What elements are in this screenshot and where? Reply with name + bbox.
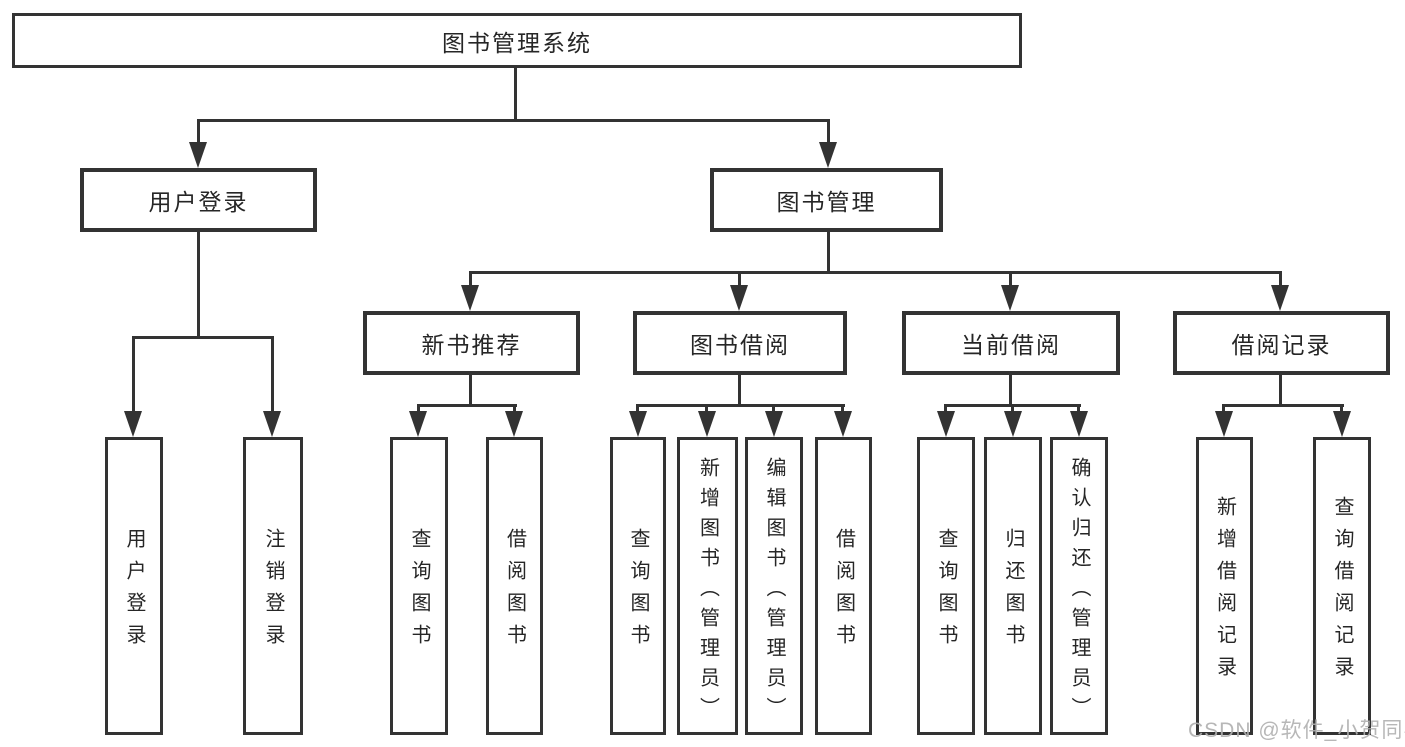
connector-leaf-stem	[705, 404, 708, 414]
leaf-return-books-label: 归还图书	[1002, 528, 1024, 656]
leaf-edit-books-admin-label: 编辑图书（管理员）	[763, 457, 785, 727]
leaf-query-borrow-record: 查询借阅记录	[1313, 437, 1371, 735]
connector-user-login-span	[132, 336, 274, 339]
arrow-down-icon	[834, 411, 852, 437]
connector-leaf-stem	[417, 404, 420, 414]
node-new-book-recommend-label: 新书推荐	[421, 332, 522, 358]
connector-leaf-stem	[636, 404, 639, 414]
leaf-query-books-2-label: 查询图书	[627, 528, 649, 656]
leaf-confirm-return-admin: 确认归还（管理员）	[1050, 437, 1108, 735]
connector-book-mgmt-drop	[827, 230, 830, 273]
arrow-down-icon	[1004, 411, 1022, 437]
arrow-down-icon	[505, 411, 523, 437]
leaf-query-borrow-record-label: 查询借阅记录	[1331, 496, 1353, 688]
arrow-down-icon	[629, 411, 647, 437]
arrow-down-icon	[1215, 411, 1233, 437]
node-borrow-records-label: 借阅记录	[1231, 332, 1332, 358]
leaf-query-books-3-label: 查询图书	[935, 528, 957, 656]
arrow-down-icon	[124, 411, 142, 437]
connector-borrow-records-drop	[1279, 375, 1282, 407]
connector-root-span	[197, 119, 830, 122]
connector-new-book-drop	[469, 375, 472, 407]
leaf-user-login-label: 用户登录	[123, 528, 145, 656]
watermark: CSDN @软件_小贺同学	[1188, 719, 1405, 742]
connector-book-borrow-drop	[738, 375, 741, 407]
connector-l3-stem	[738, 271, 741, 287]
leaf-add-books-admin-label: 新增图书（管理员）	[696, 457, 719, 727]
node-new-book-recommend: 新书推荐	[363, 311, 580, 375]
connector-l3-stem	[1009, 271, 1012, 287]
leaf-add-borrow-record: 新增借阅记录	[1196, 437, 1253, 735]
arrow-down-icon	[937, 411, 955, 437]
node-user-login-label: 用户登录	[148, 189, 249, 215]
node-user-login: 用户登录	[80, 168, 317, 232]
leaf-query-books-1-label: 查询图书	[408, 528, 430, 656]
arrow-down-icon	[1001, 285, 1019, 311]
node-root: 图书管理系统	[12, 13, 1022, 68]
connector-leaf-stem	[132, 336, 135, 414]
connector-leaf-stem	[271, 336, 274, 414]
connector-leaf-stem	[1340, 404, 1343, 414]
node-current-borrow: 当前借阅	[902, 311, 1120, 375]
node-book-management: 图书管理	[710, 168, 943, 232]
connector-book-mgmt-stem	[827, 119, 830, 146]
connector-leaf-stem	[944, 404, 947, 414]
node-book-borrow-label: 图书借阅	[690, 332, 790, 358]
leaf-borrow-books-1-label: 借阅图书	[503, 528, 526, 656]
node-borrow-records: 借阅记录	[1173, 311, 1390, 375]
leaf-user-login: 用户登录	[105, 437, 163, 735]
leaf-return-books: 归还图书	[984, 437, 1042, 735]
connector-borrow-records-span	[1222, 404, 1344, 407]
leaf-query-books-1: 查询图书	[390, 437, 448, 735]
leaf-borrow-books-2-label: 借阅图书	[832, 528, 855, 656]
leaf-borrow-books-2: 借阅图书	[815, 437, 872, 735]
arrow-down-icon	[461, 285, 479, 311]
connector-root-drop	[514, 66, 517, 121]
arrow-down-icon	[1070, 411, 1088, 437]
arrow-down-icon	[765, 411, 783, 437]
arrow-down-icon	[1271, 285, 1289, 311]
arrow-down-icon	[1333, 411, 1351, 437]
connector-leaf-stem	[772, 404, 775, 414]
node-book-management-label: 图书管理	[776, 189, 877, 215]
node-root-label: 图书管理系统	[442, 29, 592, 56]
connector-leaf-stem	[1011, 404, 1014, 414]
connector-book-mgmt-span	[469, 271, 1282, 274]
node-book-borrow: 图书借阅	[633, 311, 847, 375]
connector-user-login-drop	[197, 230, 200, 338]
leaf-edit-books-admin: 编辑图书（管理员）	[745, 437, 803, 735]
arrow-down-icon	[730, 285, 748, 311]
connector-book-borrow-span	[636, 404, 845, 407]
arrow-down-icon	[263, 411, 281, 437]
arrow-down-icon	[409, 411, 427, 437]
connector-l3-stem	[469, 271, 472, 287]
connector-l3-stem	[1279, 271, 1282, 287]
leaf-borrow-books-1: 借阅图书	[486, 437, 543, 735]
arrow-down-icon	[819, 142, 837, 168]
leaf-logout: 注销登录	[243, 437, 303, 735]
connector-new-book-span	[417, 404, 517, 407]
leaf-query-books-3: 查询图书	[917, 437, 975, 735]
leaf-confirm-return-admin-label: 确认归还（管理员）	[1068, 457, 1090, 727]
leaf-add-borrow-record-label: 新增借阅记录	[1213, 496, 1236, 688]
leaf-logout-label: 注销登录	[262, 528, 284, 656]
connector-leaf-stem	[1077, 404, 1080, 414]
arrow-down-icon	[189, 142, 207, 168]
connector-leaf-stem	[513, 404, 516, 414]
arrow-down-icon	[698, 411, 716, 437]
leaf-add-books-admin: 新增图书（管理员）	[677, 437, 738, 735]
connector-user-login-stem	[197, 119, 200, 146]
connector-current-borrow-drop	[1009, 375, 1012, 407]
node-current-borrow-label: 当前借阅	[961, 332, 1061, 358]
connector-leaf-stem	[1222, 404, 1225, 414]
leaf-query-books-2: 查询图书	[610, 437, 666, 735]
connector-leaf-stem	[841, 404, 844, 414]
